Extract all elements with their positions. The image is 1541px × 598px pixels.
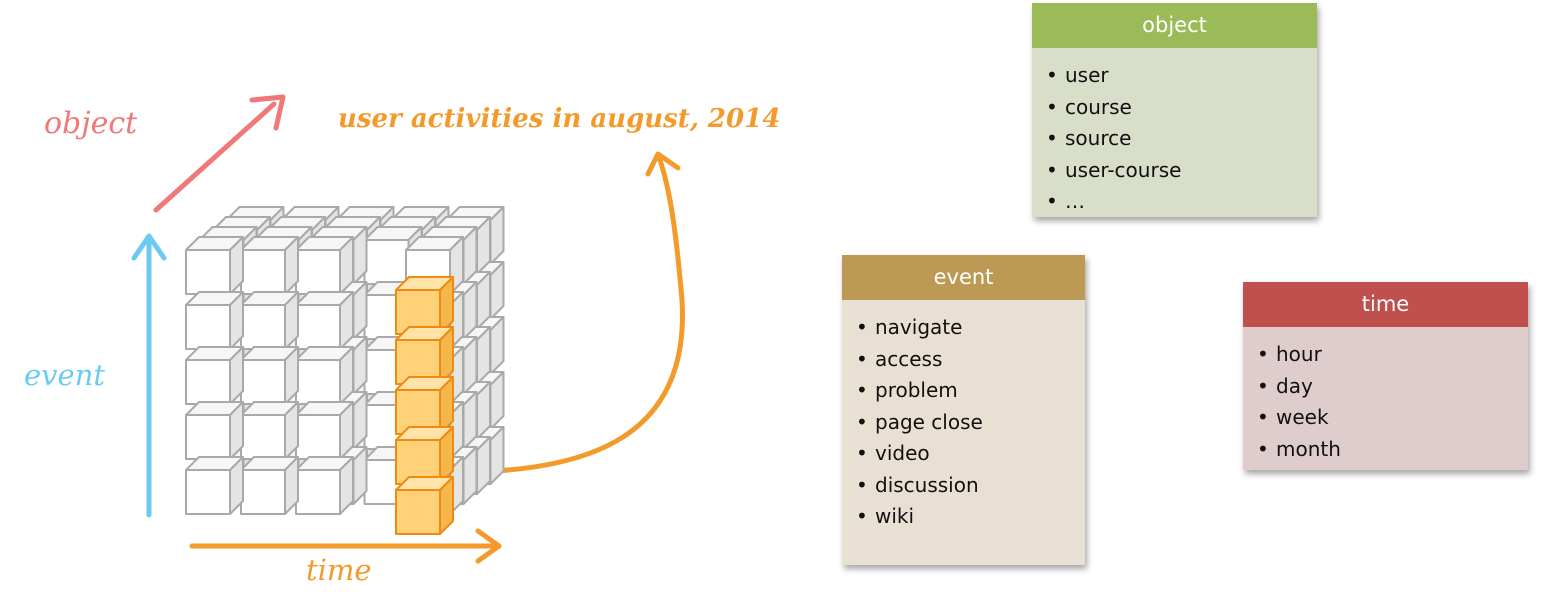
highlighted-cube-cell — [395, 426, 454, 485]
event-item: navigate — [856, 312, 1085, 344]
time-item: week — [1257, 402, 1528, 434]
event-card: event navigateaccessproblempage closevid… — [842, 255, 1085, 565]
event-card-body: navigateaccessproblempage closevideodisc… — [842, 300, 1085, 533]
cube-cell — [240, 401, 299, 460]
event-item: discussion — [856, 470, 1085, 502]
time-item: hour — [1257, 339, 1528, 371]
time-axis-arrow — [189, 528, 502, 564]
object-item: user-course — [1046, 155, 1317, 187]
time-card-title: time — [1243, 282, 1528, 327]
object-item: user — [1046, 60, 1317, 92]
event-card-title: event — [842, 255, 1085, 300]
object-card: object usercoursesourceuser-course… — [1032, 3, 1317, 217]
cube-cell — [240, 291, 299, 350]
event-item: video — [856, 438, 1085, 470]
object-item: … — [1046, 186, 1317, 218]
cube-cell — [185, 456, 244, 515]
cube-cell — [185, 291, 244, 350]
highlight-curve-arrow — [465, 151, 685, 475]
cube-cell — [295, 401, 354, 460]
highlighted-cube-cell — [395, 376, 454, 435]
object-axis-label: object — [44, 106, 138, 141]
time-axis-label: time — [306, 553, 372, 587]
cube-cell — [240, 456, 299, 515]
cube-caption: user activities in august, 2014 — [338, 104, 781, 134]
cube-cell — [185, 236, 244, 295]
event-item: page close — [856, 407, 1085, 439]
object-item: source — [1046, 123, 1317, 155]
object-card-body: usercoursesourceuser-course… — [1032, 48, 1317, 218]
highlighted-cube-cell — [395, 476, 454, 535]
object-item: course — [1046, 92, 1317, 124]
highlighted-cube-cell — [395, 276, 454, 335]
event-axis-arrow — [131, 233, 167, 518]
time-item: day — [1257, 371, 1528, 403]
event-item: access — [856, 344, 1085, 376]
cube-cell — [240, 346, 299, 405]
time-card-body: hourdayweekmonth — [1243, 327, 1528, 465]
object-card-list: usercoursesourceuser-course… — [1046, 60, 1317, 218]
object-axis-arrow — [153, 94, 286, 213]
time-item: month — [1257, 434, 1528, 466]
data-cube-diagram — [131, 94, 685, 564]
cube-cell — [295, 236, 354, 295]
event-item: problem — [856, 375, 1085, 407]
cube-cell — [185, 401, 244, 460]
cube-cell — [295, 346, 354, 405]
time-card-list: hourdayweekmonth — [1257, 339, 1528, 465]
event-axis-label: event — [24, 358, 106, 392]
cube-cell — [295, 291, 354, 350]
cube-cell — [185, 346, 244, 405]
object-card-title: object — [1032, 3, 1317, 48]
event-item: wiki — [856, 501, 1085, 533]
cube-cell — [240, 236, 299, 295]
cube-cell — [295, 456, 354, 515]
time-card: time hourdayweekmonth — [1243, 282, 1528, 470]
cube-grid — [185, 206, 505, 535]
event-card-list: navigateaccessproblempage closevideodisc… — [856, 312, 1085, 533]
highlighted-cube-cell — [395, 326, 454, 385]
